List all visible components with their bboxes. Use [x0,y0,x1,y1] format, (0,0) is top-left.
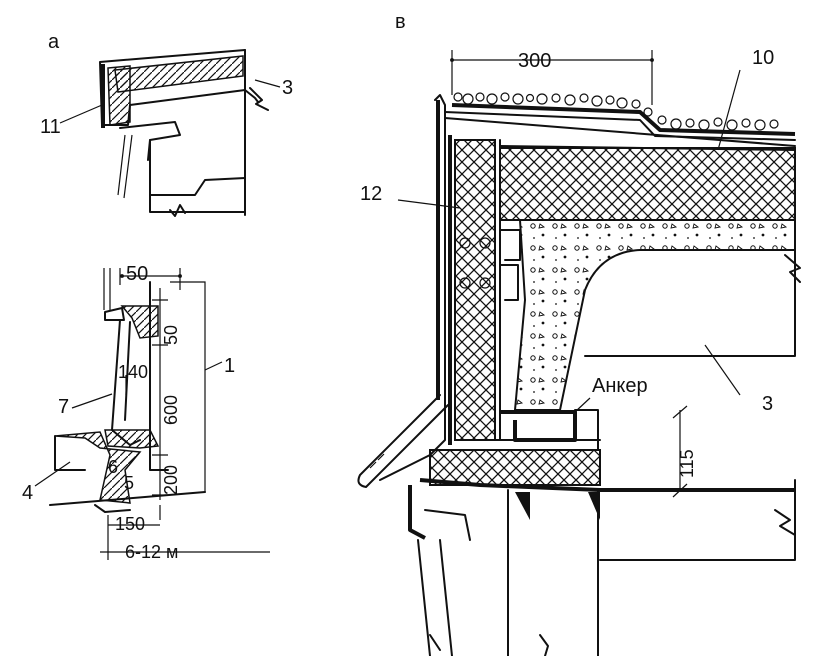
callout-6: 6 [108,457,118,477]
anchor-bolts [459,229,521,301]
wall-filler [515,492,530,520]
gravel-layer [451,92,796,136]
panel-v-label: в [395,11,406,33]
panel-v-roof-edge-detail [357,92,801,656]
panel-a-label: а [48,31,60,53]
dim-50-side: 50 [161,325,181,345]
callout-3-right: 3 [762,393,773,415]
concrete-beam [513,219,796,411]
callout-10: 10 [752,47,774,69]
panel-v-dimension-lines [397,50,741,498]
callout-1: 1 [224,355,235,377]
dim-200: 200 [161,465,181,495]
dim-150: 150 [115,514,145,534]
panel-a-dimension-lines [34,79,281,560]
dim-6-12m: 6-12 м [125,542,178,562]
callout-11: 11 [40,116,61,138]
panel-a-upper-detail [99,49,269,217]
dim-50-top: 50 [126,263,148,285]
callout-7: 7 [58,396,69,418]
panel-a-lower-detail [49,268,206,513]
dim-600: 600 [161,395,181,425]
dim-300: 300 [518,50,551,72]
callout-5: 5 [124,473,134,493]
dim-115: 115 [677,449,697,478]
callout-12: 12 [360,183,382,205]
callout-4: 4 [22,482,33,504]
insulation-column [454,139,496,441]
dim-140: 140 [118,362,148,382]
insulation-slab [499,147,796,221]
callout-3-upper: 3 [282,77,293,99]
anchor-label: Анкер [592,375,648,397]
